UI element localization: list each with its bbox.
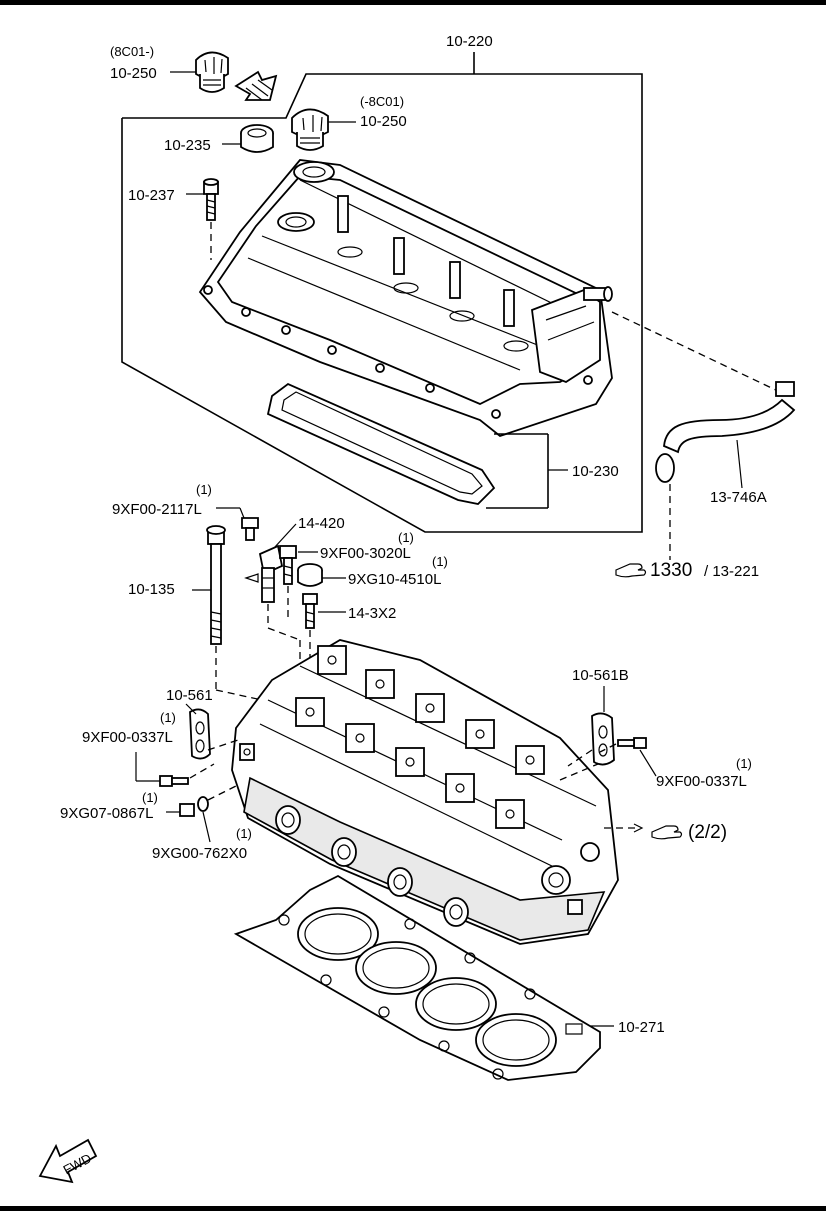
- cover-gasket-10-230: [266, 382, 568, 509]
- ventilation-hose-13-746a: [611, 311, 796, 560]
- label-13-746a: 13-746A: [710, 489, 767, 506]
- bolt-9xf00-3020l: [279, 545, 318, 585]
- replacement-arrow-icon: [234, 70, 278, 101]
- bottom-rule: [0, 1206, 826, 1211]
- label-14-3x2: 14-3X2: [348, 605, 396, 622]
- label-ref-2-2: (2/2): [688, 822, 727, 843]
- label-10-250-mid: 10-250: [360, 113, 407, 130]
- pointing-hand-icon: [651, 825, 683, 840]
- cover-bolt-10-237: [186, 178, 219, 260]
- label-9xg00-762x0: 9XG00-762X0: [152, 845, 247, 862]
- cylinder-head: [231, 639, 644, 945]
- label-10-235: 10-235: [164, 137, 211, 154]
- washer-9xg00-762x0: [197, 783, 241, 843]
- label-14-420: 14-420: [298, 515, 345, 532]
- plug-9xg07-0867l: [166, 803, 195, 817]
- head-gasket-10-271: [233, 874, 614, 1081]
- head-bolt-10-135: [192, 525, 263, 701]
- reference-1330[interactable]: 1330 / 13-221: [615, 560, 759, 581]
- label-10-237: 10-237: [128, 187, 175, 204]
- label-9xf00-0337l-left: 9XF00-0337L: [82, 729, 173, 746]
- label-10-561b: 10-561B: [572, 667, 629, 684]
- bolt-14-3x2: [302, 593, 346, 629]
- label-9xg10-4510l: 9XG10-4510L: [348, 571, 441, 588]
- oil-filler-cap-upper: [170, 51, 229, 93]
- label-minus-8c01: (-8C01): [360, 94, 404, 109]
- label-10-230: 10-230: [572, 463, 619, 480]
- cover-ribs: [337, 195, 529, 352]
- label-9xg07-0867l: 9XG07-0867L: [60, 805, 153, 822]
- label-10-135: 10-135: [128, 581, 175, 598]
- top-rule: [0, 0, 826, 5]
- plug-9xg10-4510l: [297, 563, 346, 587]
- qty-9xf00-2117l: (1): [196, 482, 212, 497]
- hardware-leaders: [267, 586, 311, 680]
- qty-9xg07-0867l: (1): [142, 790, 158, 805]
- qty-9xg10-4510l: (1): [432, 554, 448, 569]
- cam-caps: [295, 645, 545, 829]
- bolt-9xf00-0337l-left: [135, 752, 215, 787]
- bore-rings: [297, 907, 557, 1067]
- reference-2-2[interactable]: (2/2): [651, 822, 727, 843]
- bolt-9xf00-0337l-right: [599, 737, 657, 777]
- label-ref-13-221: / 13-221: [704, 563, 759, 580]
- qty-9xg00-762x0: (1): [236, 826, 252, 841]
- gasket-10-561: [185, 703, 239, 760]
- label-10-561: 10-561: [166, 687, 213, 704]
- intake-ports: [275, 805, 469, 927]
- qty-9xf00-0337l-right: (1): [736, 756, 752, 771]
- oil-control-valve-14-420: [244, 523, 297, 603]
- label-10-250-top: 10-250: [110, 65, 157, 82]
- stud-bolt-9xf00-2117l: [216, 507, 259, 541]
- callout-labels: 10-220 (8C01-) 10-250 (-8C01) 10-250 10-…: [60, 33, 767, 1036]
- pointing-hand-icon: [615, 563, 647, 578]
- cylinder-head-cover: [198, 159, 613, 438]
- label-9xf00-2117l: 9XF00-2117L: [112, 501, 202, 518]
- label-10-220: 10-220: [446, 33, 493, 50]
- label-9xf00-0337l-right: 9XF00-0337L: [656, 773, 747, 790]
- oil-filler-cap-lower: [291, 108, 356, 151]
- label-ref-1330: 1330: [650, 560, 692, 581]
- qty-9xf00-0337l-left: (1): [160, 710, 176, 725]
- fwd-arrow-icon: FWD: [38, 1138, 98, 1184]
- label-9xf00-3020l: 9XF00-3020L: [320, 545, 411, 562]
- label-8c01-plus: (8C01-): [110, 44, 154, 59]
- qty-9xf00-3020l: (1): [398, 530, 414, 545]
- filler-seal-ring: [222, 124, 274, 153]
- kit-bracket-10-220: [121, 52, 643, 533]
- gasket-10-561b: [567, 686, 615, 767]
- label-10-271: 10-271: [618, 1019, 665, 1036]
